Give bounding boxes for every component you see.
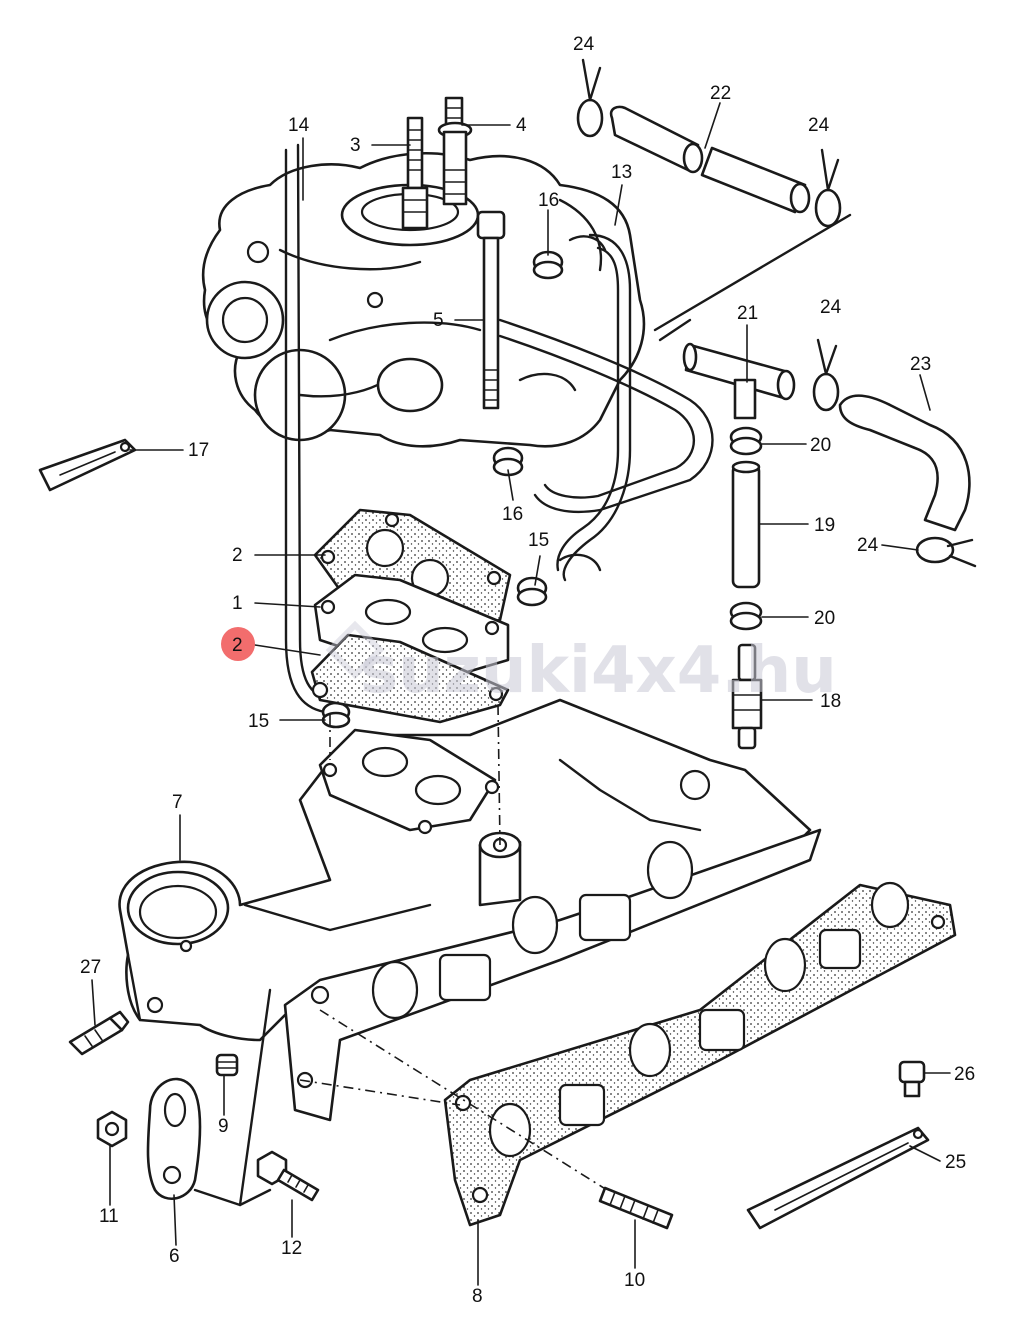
- stud-10: [598, 1186, 674, 1230]
- callout-15-left[interactable]: 15: [248, 711, 269, 732]
- ring-24-right: [814, 188, 842, 228]
- callout-14[interactable]: 14: [288, 115, 310, 136]
- callout-3[interactable]: 3: [350, 135, 361, 156]
- callout-13[interactable]: 13: [611, 162, 632, 183]
- callout-24-top[interactable]: 24: [573, 34, 595, 55]
- callout-17[interactable]: 17: [188, 440, 209, 461]
- bracket-17: [38, 438, 137, 492]
- nut-11: [96, 1110, 128, 1148]
- callout-7[interactable]: 7: [172, 792, 183, 813]
- watermark: suzuki4x4.hu: [360, 634, 837, 708]
- stud-3: [401, 116, 429, 230]
- callout-1[interactable]: 1: [232, 593, 243, 614]
- callout-22[interactable]: 22: [710, 83, 731, 104]
- callout-5[interactable]: 5: [433, 310, 444, 331]
- callout-18[interactable]: 18: [820, 691, 841, 712]
- callouts: 1 2 2 3 4 5 6 7 8 9 10 11 12 13 14 15 15…: [80, 34, 975, 1307]
- clamp-20-lower: [729, 601, 763, 631]
- valve-18: [731, 643, 763, 750]
- clamp-20-upper: [729, 426, 763, 456]
- callout-11[interactable]: 11: [99, 1206, 119, 1227]
- callout-24-right[interactable]: 24: [808, 115, 830, 136]
- callout-9[interactable]: 9: [218, 1116, 229, 1137]
- assembly-line-c: [497, 704, 501, 846]
- sensor-27: [68, 1010, 130, 1056]
- callout-2-highlighted[interactable]: 2: [232, 635, 243, 656]
- callout-21[interactable]: 21: [737, 303, 758, 324]
- callout-23[interactable]: 23: [910, 354, 931, 375]
- clip-15-left: [321, 701, 351, 729]
- callout-10[interactable]: 10: [624, 1270, 645, 1291]
- callout-4[interactable]: 4: [516, 115, 527, 136]
- hose-23: [838, 394, 971, 532]
- nut-9: [215, 1053, 239, 1077]
- intake-manifold-7: [118, 698, 812, 1042]
- manifold-flange: [283, 828, 822, 1122]
- callout-15-right[interactable]: 15: [528, 530, 549, 551]
- callout-2-upper[interactable]: 2: [232, 545, 243, 566]
- callout-24-bottom[interactable]: 24: [857, 535, 879, 556]
- flange-plate-6: [146, 1077, 202, 1200]
- callout-24-mid[interactable]: 24: [820, 297, 842, 318]
- callout-27[interactable]: 27: [80, 957, 101, 978]
- callout-8[interactable]: 8: [472, 1286, 483, 1307]
- callout-26[interactable]: 26: [954, 1064, 975, 1085]
- pipe-22: [609, 105, 811, 214]
- gasket-2-lower: [310, 633, 510, 724]
- ring-24-top: [576, 98, 604, 138]
- strap-25: [746, 1126, 930, 1230]
- callout-25[interactable]: 25: [945, 1152, 966, 1173]
- assembly-line-b: [299, 1079, 461, 1106]
- hose-loop: [498, 318, 714, 514]
- gasket-8: [443, 881, 957, 1227]
- callout-20-lower[interactable]: 20: [814, 608, 835, 629]
- callout-20-upper[interactable]: 20: [810, 435, 831, 456]
- callout-16-lower[interactable]: 16: [502, 504, 523, 525]
- ring-24-bottom: [915, 536, 955, 564]
- bolt-5: [476, 210, 506, 410]
- stud-4: [437, 96, 473, 206]
- callout-12[interactable]: 12: [281, 1238, 302, 1259]
- bolt-26: [898, 1060, 926, 1098]
- tie-line: [653, 213, 852, 332]
- assembly-line-a: [319, 1009, 616, 1196]
- tee-fitting-21: [682, 342, 796, 420]
- watermark-logo: [325, 620, 385, 680]
- highlight-marker: [221, 627, 255, 661]
- pipe-19: [731, 460, 761, 589]
- clip-16-upper: [532, 250, 564, 280]
- ring-24-mid: [812, 372, 840, 412]
- clip-15-right: [516, 576, 548, 607]
- callout-6[interactable]: 6: [169, 1246, 180, 1267]
- callout-16-upper[interactable]: 16: [538, 190, 559, 211]
- bolt-12: [256, 1150, 320, 1202]
- callout-19[interactable]: 19: [814, 515, 835, 536]
- leader-lines: [91, 102, 951, 1286]
- clip-16-lower: [492, 446, 524, 477]
